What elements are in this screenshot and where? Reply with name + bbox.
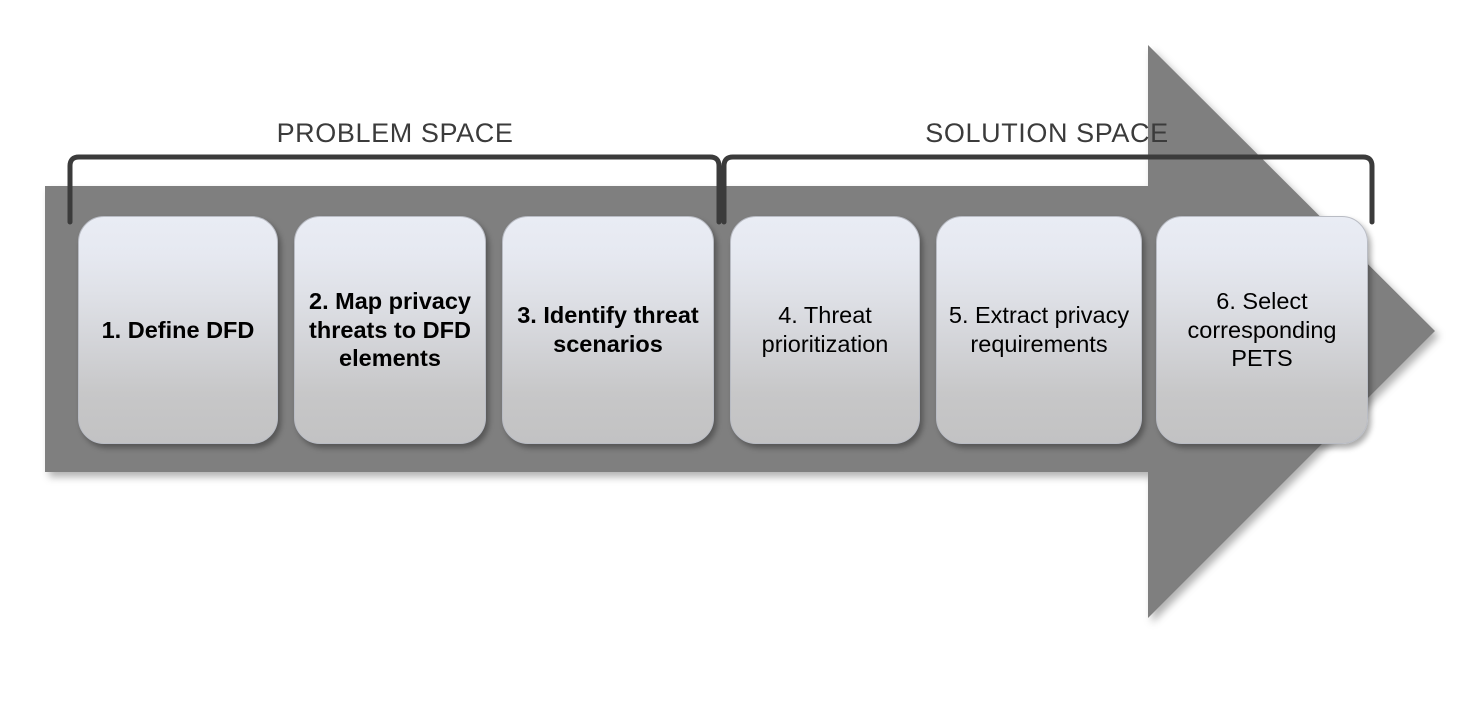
step-box-3[interactable]: 3. Identify threat scenarios bbox=[502, 216, 714, 444]
step-label-1: 1. Define DFD bbox=[101, 316, 255, 343]
step-label-5: 5. Extract privacy requirements bbox=[948, 302, 1130, 357]
step-box-1[interactable]: 1. Define DFD bbox=[78, 216, 278, 444]
step-label-6: 6. Select corresponding PETS bbox=[1187, 288, 1337, 372]
phase-label-problem-space: PROBLEM SPACE bbox=[276, 118, 514, 148]
step-label-2: 2. Map privacy threats to DFD elements bbox=[309, 288, 471, 372]
step-box-5[interactable]: 5. Extract privacy requirements bbox=[936, 216, 1142, 444]
step-label-3: 3. Identify threat scenarios bbox=[517, 302, 699, 357]
bracket-problem-space bbox=[67, 154, 722, 225]
step-box-4[interactable]: 4. Threat prioritization bbox=[730, 216, 920, 444]
step-label-4: 4. Threat prioritization bbox=[761, 302, 889, 357]
step-box-2[interactable]: 2. Map privacy threats to DFD elements bbox=[294, 216, 486, 444]
step-box-6[interactable]: 6. Select corresponding PETS bbox=[1156, 216, 1368, 444]
bracket-solution-space bbox=[721, 154, 1375, 225]
phase-label-solution-space: SOLUTION SPACE bbox=[925, 118, 1169, 148]
